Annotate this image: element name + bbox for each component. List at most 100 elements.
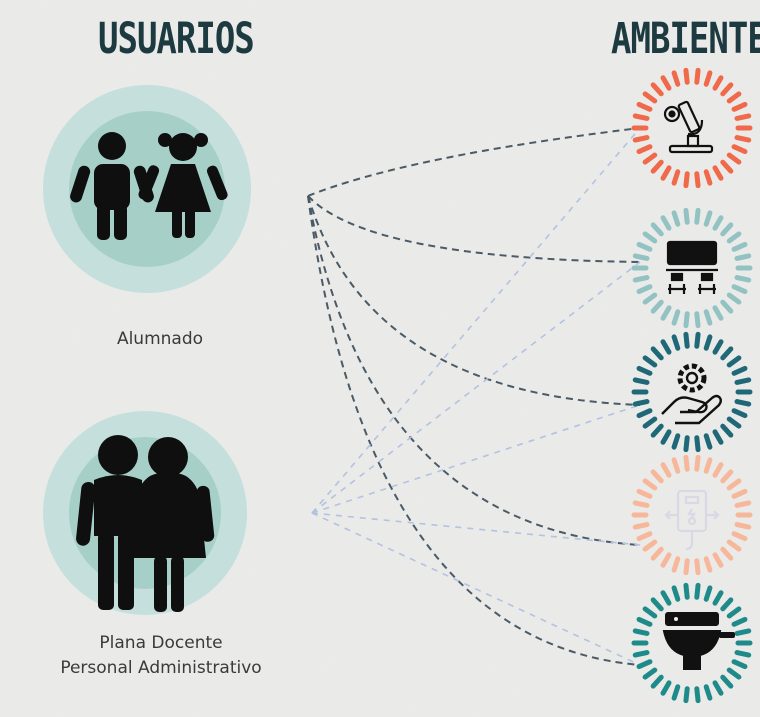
ring-ray bbox=[632, 275, 650, 283]
ring-ray bbox=[636, 659, 653, 670]
ring-ray bbox=[683, 67, 690, 85]
ring-ray bbox=[720, 546, 734, 561]
environment-electrical[interactable] bbox=[631, 454, 753, 576]
ring-ray bbox=[660, 429, 672, 445]
ring-ray bbox=[642, 91, 658, 104]
ring-ray bbox=[694, 558, 701, 576]
ring-ray bbox=[720, 597, 734, 612]
ring-ray bbox=[642, 416, 658, 429]
user-students[interactable] bbox=[43, 85, 251, 293]
ring-ray bbox=[660, 552, 672, 568]
connection-students-workshop bbox=[307, 195, 641, 406]
ring-ray bbox=[712, 75, 724, 91]
ring-ray bbox=[734, 275, 752, 283]
ring-ray bbox=[712, 215, 724, 231]
ring-ray bbox=[660, 590, 672, 606]
ring-ray bbox=[671, 585, 681, 602]
ring-ray bbox=[694, 435, 701, 453]
ring-ray bbox=[726, 91, 742, 104]
ring-ray bbox=[726, 606, 742, 619]
ring-ray bbox=[636, 241, 653, 252]
electric-panel-icon bbox=[664, 489, 720, 551]
ring-ray bbox=[720, 674, 734, 689]
ring-ray bbox=[683, 331, 690, 349]
computer-lab-icon bbox=[666, 240, 718, 294]
ring-ray bbox=[683, 582, 690, 600]
ring-ray bbox=[683, 207, 690, 225]
ring-ray bbox=[712, 680, 724, 696]
ring-ray bbox=[720, 159, 734, 174]
ring-ray bbox=[720, 469, 734, 484]
ring-ray bbox=[712, 462, 724, 478]
connection-students-electrical bbox=[307, 195, 641, 546]
connection-lines bbox=[307, 127, 641, 666]
ring-ray bbox=[650, 346, 664, 361]
children-icon bbox=[70, 132, 228, 240]
ring-ray bbox=[660, 339, 672, 355]
ring-ray bbox=[642, 355, 658, 368]
ring-ray bbox=[683, 171, 690, 189]
ring-ray bbox=[683, 558, 690, 576]
ring-ray bbox=[703, 334, 713, 351]
connection-staff-workshop bbox=[311, 404, 641, 514]
ring-ray bbox=[694, 686, 701, 704]
ring-ray bbox=[720, 82, 734, 97]
ring-ray bbox=[642, 606, 658, 619]
ring-ray bbox=[703, 433, 713, 450]
ring-ray bbox=[642, 152, 658, 165]
environment-computer-room[interactable] bbox=[631, 207, 753, 329]
laboratory-ring bbox=[631, 67, 753, 189]
connection-staff-restroom bbox=[311, 512, 641, 666]
ring-ray bbox=[660, 305, 672, 321]
ring-ray bbox=[731, 365, 748, 376]
ring-ray bbox=[734, 113, 752, 121]
ring-ray bbox=[694, 67, 701, 85]
ring-ray bbox=[636, 616, 653, 627]
ring-ray bbox=[726, 355, 742, 368]
ring-ray bbox=[734, 399, 752, 407]
staff-label-line-1: Plana Docente bbox=[99, 633, 223, 653]
environment-restroom[interactable] bbox=[631, 582, 753, 704]
ring-ray bbox=[694, 311, 701, 329]
environments-heading: AMBIENTES bbox=[611, 14, 760, 64]
ring-ray bbox=[650, 423, 664, 438]
ring-ray bbox=[683, 435, 690, 453]
ring-ray bbox=[671, 210, 681, 227]
ring-ray bbox=[712, 429, 724, 445]
ring-ray bbox=[694, 207, 701, 225]
computer-room-ring bbox=[631, 207, 753, 329]
ring-ray bbox=[734, 650, 752, 658]
restroom-ring bbox=[631, 582, 753, 704]
ring-ray bbox=[734, 253, 752, 261]
user-staff[interactable] bbox=[43, 411, 247, 615]
ring-ray bbox=[703, 556, 713, 573]
ring-ray bbox=[731, 408, 748, 419]
environment-workshop[interactable] bbox=[631, 331, 753, 453]
ring-ray bbox=[650, 222, 664, 237]
ring-ray bbox=[671, 334, 681, 351]
ring-ray bbox=[734, 377, 752, 385]
ring-ray bbox=[734, 135, 752, 143]
ring-ray bbox=[632, 113, 650, 121]
ring-ray bbox=[703, 585, 713, 602]
ring-ray bbox=[642, 231, 658, 244]
ring-ray bbox=[636, 531, 653, 542]
microscope-icon bbox=[663, 100, 714, 154]
ring-ray bbox=[703, 169, 713, 186]
connection-students-laboratory bbox=[307, 127, 641, 197]
connection-students-restroom bbox=[307, 195, 641, 666]
ring-ray bbox=[660, 680, 672, 696]
environment-laboratory[interactable] bbox=[631, 67, 753, 189]
adults-icon bbox=[76, 435, 215, 612]
ring-ray bbox=[632, 650, 650, 658]
ring-ray bbox=[636, 408, 653, 419]
ring-ray bbox=[694, 331, 701, 349]
ring-ray bbox=[671, 457, 681, 474]
students-label: Alumnado bbox=[116, 329, 204, 349]
ring-ray bbox=[726, 416, 742, 429]
ring-ray bbox=[650, 82, 664, 97]
ring-ray bbox=[703, 210, 713, 227]
ring-ray bbox=[726, 478, 742, 491]
ring-ray bbox=[671, 684, 681, 701]
